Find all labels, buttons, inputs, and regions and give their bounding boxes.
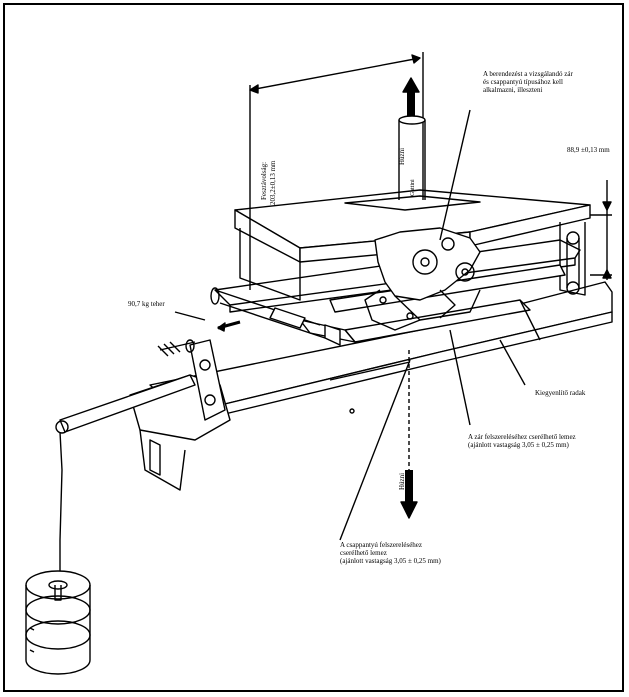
- striker-plate-line-1: A csappantyú felszereléséhez: [340, 541, 423, 549]
- lever-arm: [59, 374, 196, 433]
- span-dimension: [249, 57, 421, 91]
- shim-label: Kiegyenlítő radak: [535, 389, 586, 397]
- diagram-frame: [3, 3, 624, 692]
- latch-plate-label: A zár felszereléséhez cserélhető lemez (…: [468, 433, 576, 449]
- height-dimension-label: 88,9 ±0,13 mm: [567, 146, 610, 154]
- pull-up-label: Húzni: [398, 147, 406, 165]
- striker-plate-label: A csappantyú felszereléséhez cserélhető …: [340, 541, 441, 565]
- top-note-line-3: alkalmazni, illeszteni: [483, 86, 543, 94]
- clamp-assembly: [129, 339, 231, 491]
- span-dimension-label-1: Fesztávolság:: [260, 161, 268, 200]
- latch-mechanism: [364, 227, 481, 331]
- pull-up-tag-label: Gattini: [410, 179, 416, 196]
- top-note-label: A berendezést a vizsgálandó zár és csapp…: [483, 70, 573, 94]
- latch-plate-line-2: (ajánlott vastagság 3,05 ± 0,25 mm): [468, 441, 569, 449]
- hanging-wire: [59, 431, 63, 575]
- top-note-line-2: és csappantyú típusához kell: [483, 78, 563, 86]
- load-label: 90,7 kg teher: [128, 300, 165, 308]
- span-dimension-label-2: 203,2±0,13 mm: [269, 160, 277, 205]
- pull-down-label: Húzni: [398, 472, 406, 490]
- striker-plate-line-3: (ajánlott vastagság 3,05 ± 0,25 mm): [340, 557, 441, 565]
- top-note-line-1: A berendezést a vizsgálandó zár: [483, 70, 573, 78]
- weight-stack: [25, 570, 91, 675]
- latch-plate-line-1: A zár felszereléséhez cserélhető lemez: [468, 433, 576, 441]
- striker-plate-line-2: cserélhető lemez: [340, 549, 387, 557]
